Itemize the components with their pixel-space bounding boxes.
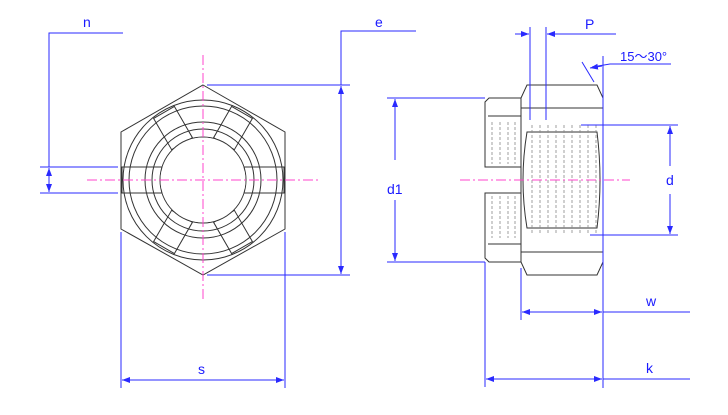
label-n: n	[83, 14, 91, 30]
dimension-k: k	[484, 262, 690, 387]
label-w: w	[645, 293, 657, 309]
label-k: k	[646, 360, 654, 376]
dimension-d1: d1	[387, 97, 485, 263]
dimension-n: n	[40, 14, 123, 194]
label-p: P	[585, 16, 594, 32]
dimension-s: s	[120, 232, 286, 388]
thread-region	[522, 131, 601, 229]
dimension-d: d	[581, 124, 678, 236]
crown-lower	[484, 192, 522, 263]
label-e: e	[375, 14, 383, 30]
dimension-e: e	[207, 14, 416, 276]
dimension-chamfer-angle: 15～30°	[581, 49, 671, 388]
front-view	[87, 55, 318, 300]
thread-hatching	[491, 122, 597, 238]
crown-upper	[484, 97, 522, 168]
side-view	[460, 84, 630, 276]
label-s: s	[198, 361, 205, 377]
label-d1: d1	[387, 181, 403, 197]
dimension-p: P	[515, 16, 616, 120]
dimension-w: w	[520, 268, 690, 320]
label-angle: 15～30°	[620, 49, 667, 64]
label-d: d	[666, 172, 674, 188]
